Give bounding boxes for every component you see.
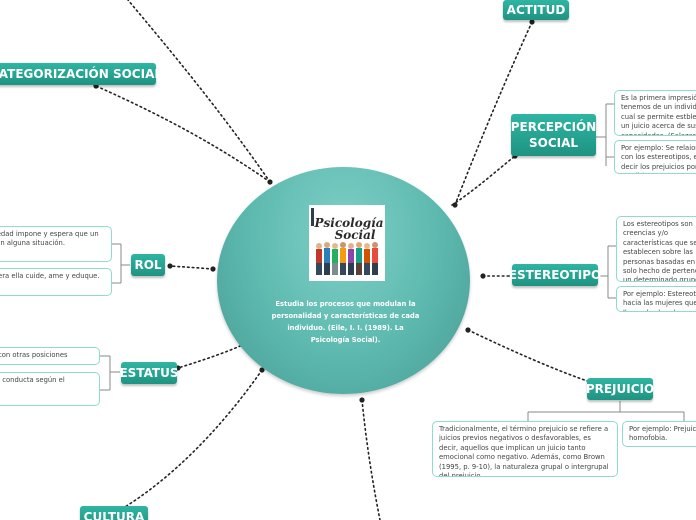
topic-estereotipo[interactable]: ESTEREOTIPO bbox=[509, 264, 601, 286]
note-rol-definicion: Es el papel que la sociedad impone y esp… bbox=[0, 226, 112, 262]
note-estereotipo-ejemplo: Por ejemplo: Estereotipos hacia las muje… bbox=[616, 286, 696, 312]
people-illustration-icon bbox=[316, 242, 378, 275]
note-estatus-definicion: Posición social en relación con otras po… bbox=[0, 347, 100, 365]
central-description: Estudia los procesos que modulan la pers… bbox=[271, 300, 420, 344]
note-percepcion-definicion: Es la primera impresión que tenemos de u… bbox=[614, 90, 696, 136]
topic-categorizacion-social[interactable]: CATEGORIZACIÓN SOCIAL bbox=[0, 63, 162, 85]
note-estatus-ejemplo: Ejemplo: Persona tiene una conducta segú… bbox=[0, 372, 100, 406]
link-cultura bbox=[119, 369, 263, 511]
topic-percepcion-social[interactable]: PERCEPCIÓN SOCIAL bbox=[511, 114, 596, 156]
topic-cultura[interactable]: CULTURA bbox=[80, 506, 148, 520]
logo-title-2: Social bbox=[335, 228, 376, 242]
note-prejuicio-definicion: Tradicionalmente, el término prejuicio s… bbox=[432, 421, 618, 477]
psychology-logo: Psicología Social bbox=[309, 205, 385, 281]
note-prejuicio-ejemplo: Por ejemplo: Prejuicio de homofobia. bbox=[622, 421, 696, 447]
topic-prejuicio[interactable]: PREJUICIO bbox=[586, 378, 654, 400]
note-percepcion-ejemplo: Por ejemplo: Se relaionan con los estere… bbox=[614, 140, 696, 174]
logo-title-1: Psicología bbox=[314, 216, 384, 230]
topic-rol[interactable]: ROL bbox=[131, 254, 165, 276]
note-estereotipo-definicion: Los estereotipos son creencias y/o carac… bbox=[616, 216, 696, 282]
link-bottom bbox=[361, 399, 381, 520]
link-percepcion bbox=[451, 155, 516, 206]
link-actitud bbox=[454, 21, 533, 206]
link-rol bbox=[169, 265, 214, 270]
topic-actitud[interactable]: ACTITUD bbox=[503, 0, 569, 20]
link-prejuicio bbox=[467, 329, 591, 383]
link-categorizacion bbox=[95, 85, 271, 183]
topic-estatus[interactable]: ESTATUS bbox=[119, 362, 179, 384]
link-top-left bbox=[127, 0, 271, 183]
note-rol-ejemplo: Ejemplo: Madre se espera ella cuide, ame… bbox=[0, 268, 112, 296]
